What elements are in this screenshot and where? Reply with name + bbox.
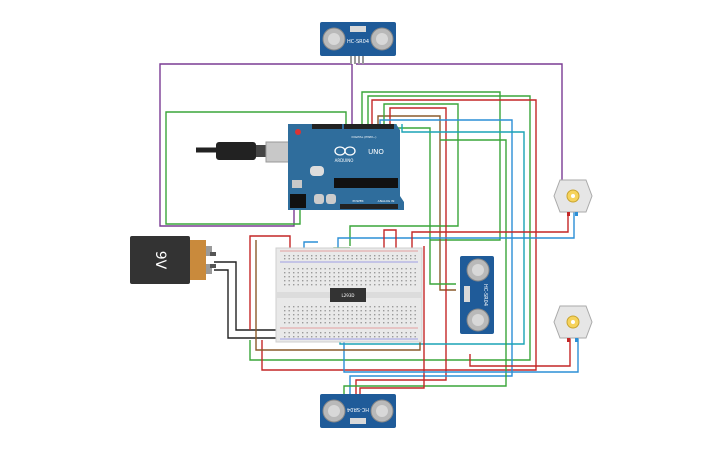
- wire-green-top-2[interactable]: [249, 95, 531, 361]
- wire-blue-bb[interactable]: [303, 241, 318, 250]
- wire-red-bb2[interactable]: [383, 229, 397, 250]
- usb-cable: [196, 141, 303, 163]
- wires: [159, 63, 579, 394]
- arduino-model: UNO: [368, 148, 384, 156]
- wire-red-top[interactable]: [261, 99, 537, 371]
- battery-label: 9V: [152, 251, 168, 270]
- arduino-uno[interactable]: DIGITAL (PWM~) ARDUINO UNO POWER ANALOG …: [288, 124, 404, 210]
- arduino-board: [288, 124, 404, 210]
- motor-bottom[interactable]: [553, 305, 593, 342]
- arduino-brand: ARDUINO: [335, 158, 354, 163]
- wire-purple[interactable]: [159, 63, 352, 227]
- wire-black-bat[interactable]: [214, 261, 282, 331]
- wire-blue-motor2[interactable]: [343, 330, 579, 373]
- wire-red-bot[interactable]: [359, 246, 425, 394]
- wire-blue-top[interactable]: [349, 119, 513, 394]
- sensor-top-label: HC-SR04: [347, 39, 369, 45]
- wire-red-motor2[interactable]: [469, 338, 571, 367]
- sensor-right-label: HC-SR04: [482, 284, 488, 306]
- wire-red-motor1[interactable]: [411, 212, 569, 250]
- wire-blue-motor1[interactable]: [337, 212, 575, 250]
- wire-black-bat-2[interactable]: [214, 269, 292, 339]
- sensor-bottom[interactable]: HC-SR04: [320, 394, 396, 428]
- sensor-right[interactable]: HC-SR04: [460, 256, 494, 334]
- wire-green-top[interactable]: [361, 91, 501, 241]
- wire-green-3[interactable]: [349, 103, 459, 246]
- arduino-logo-icon: [334, 146, 356, 156]
- battery-terminal-cap: [190, 240, 206, 280]
- arduino-digital-header: DIGITAL (PWM~): [352, 135, 377, 139]
- driver-chip-label: L293D: [342, 293, 355, 298]
- motor-top[interactable]: [553, 179, 593, 216]
- battery-9v[interactable]: 9V: [130, 236, 216, 284]
- sensor-bottom-label: HC-SR04: [347, 406, 369, 412]
- wire-purple-2[interactable]: [356, 63, 563, 190]
- driver-chip[interactable]: [330, 288, 366, 302]
- breadboard[interactable]: L293D: [275, 247, 423, 343]
- arduino-power-header: POWER: [352, 199, 363, 203]
- wire-red-2[interactable]: [355, 107, 447, 394]
- breadboard-holes: [284, 255, 416, 338]
- battery-body: [130, 236, 190, 284]
- wire-red-bb[interactable]: [249, 235, 291, 330]
- wire-green-left[interactable]: [165, 111, 347, 225]
- wire-green-bot[interactable]: [343, 139, 507, 394]
- sensor-top[interactable]: HC-SR04: [320, 22, 396, 64]
- atmega-chip: [334, 178, 398, 188]
- arduino-analog-header: ANALOG IN: [378, 199, 395, 203]
